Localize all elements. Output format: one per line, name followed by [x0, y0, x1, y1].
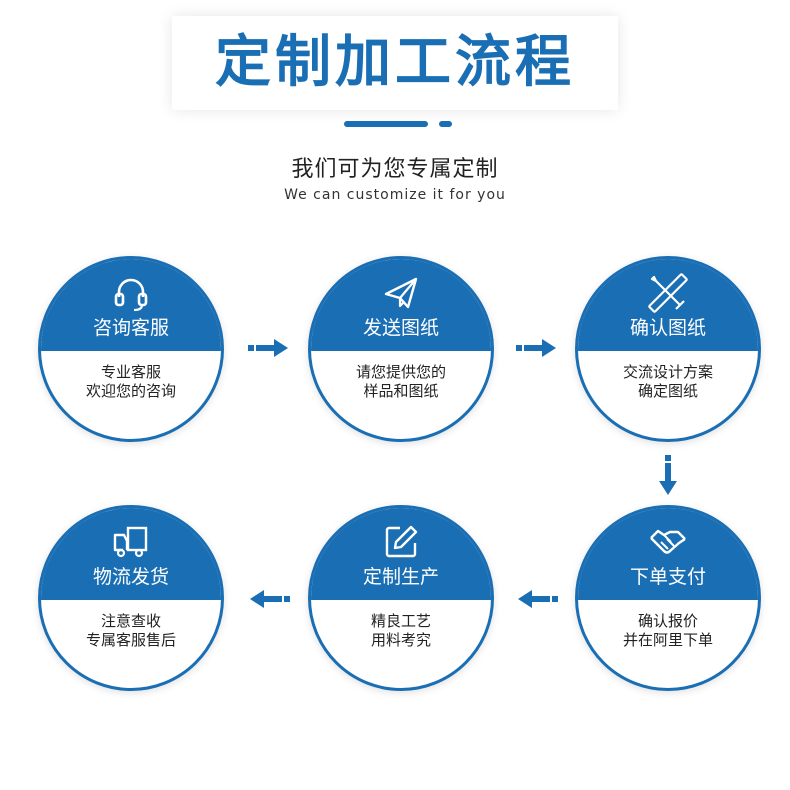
step-desc-line: 请您提供您的 — [355, 363, 446, 381]
arrow-right-icon — [248, 339, 288, 357]
step-header: 发送图纸 — [311, 259, 491, 351]
step-header: 确认图纸 — [578, 259, 758, 351]
step-header: 定制生产 — [311, 508, 491, 600]
step-description: 确认报价 并在阿里下单 — [578, 612, 758, 650]
edit-icon — [385, 525, 418, 558]
step-desc-line: 交流设计方案 — [622, 363, 713, 381]
step-desc-line: 注意查收 — [100, 612, 161, 630]
arrow-right-icon — [516, 339, 556, 357]
step-description: 注意查收 专属客服售后 — [41, 612, 221, 650]
step-desc-line: 确定图纸 — [637, 382, 698, 400]
step-order-payment: 下单支付 确认报价 并在阿里下单 — [575, 505, 761, 691]
subtitle: 我们可为您专属定制 — [291, 157, 499, 182]
step-description: 精良工艺 用料考究 — [311, 612, 491, 650]
step-title: 确认图纸 — [629, 317, 706, 339]
step-title: 定制生产 — [362, 566, 439, 588]
step-description: 请您提供您的 样品和图纸 — [311, 363, 491, 401]
step-desc-line: 样品和图纸 — [363, 382, 439, 400]
step-description: 交流设计方案 确定图纸 — [578, 363, 758, 401]
title-divider-long — [344, 121, 428, 127]
step-header: 物流发货 — [41, 508, 221, 600]
step-desc-line: 欢迎您的咨询 — [85, 382, 176, 400]
pencil-ruler-icon — [648, 273, 688, 313]
headset-icon — [114, 278, 148, 312]
step-desc-line: 用料考究 — [370, 631, 431, 649]
step-desc-line: 专属客服售后 — [85, 631, 176, 649]
arrow-left-icon — [250, 590, 290, 608]
arrow-left-icon — [518, 590, 558, 608]
delivery-truck-icon — [113, 526, 148, 558]
step-consult: 咨询客服 专业客服 欢迎您的咨询 — [38, 256, 224, 442]
handshake-icon — [650, 529, 686, 554]
step-desc-line: 精良工艺 — [370, 612, 431, 630]
step-description: 专业客服 欢迎您的咨询 — [41, 363, 221, 401]
step-header: 咨询客服 — [41, 259, 221, 351]
step-title: 物流发货 — [92, 566, 169, 588]
step-title: 咨询客服 — [92, 317, 169, 339]
arrow-down-icon — [659, 455, 677, 495]
step-desc-line: 并在阿里下单 — [622, 631, 713, 649]
subtitle-english: We can customize it for you — [284, 187, 506, 203]
step-title: 下单支付 — [629, 566, 706, 588]
step-custom-production: 定制生产 精良工艺 用料考究 — [308, 505, 494, 691]
step-desc-line: 专业客服 — [100, 363, 161, 381]
page-title: 定制加工流程 — [215, 30, 575, 95]
step-header: 下单支付 — [578, 508, 758, 600]
step-desc-line: 确认报价 — [637, 612, 698, 630]
title-banner: 定制加工流程 — [172, 16, 618, 110]
paper-plane-icon — [384, 277, 418, 309]
step-logistics-shipping: 物流发货 注意查收 专属客服售后 — [38, 505, 224, 691]
title-divider-short — [439, 121, 452, 127]
step-send-drawings: 发送图纸 请您提供您的 样品和图纸 — [308, 256, 494, 442]
step-confirm-drawings: 确认图纸 交流设计方案 确定图纸 — [575, 256, 761, 442]
step-title: 发送图纸 — [362, 317, 439, 339]
